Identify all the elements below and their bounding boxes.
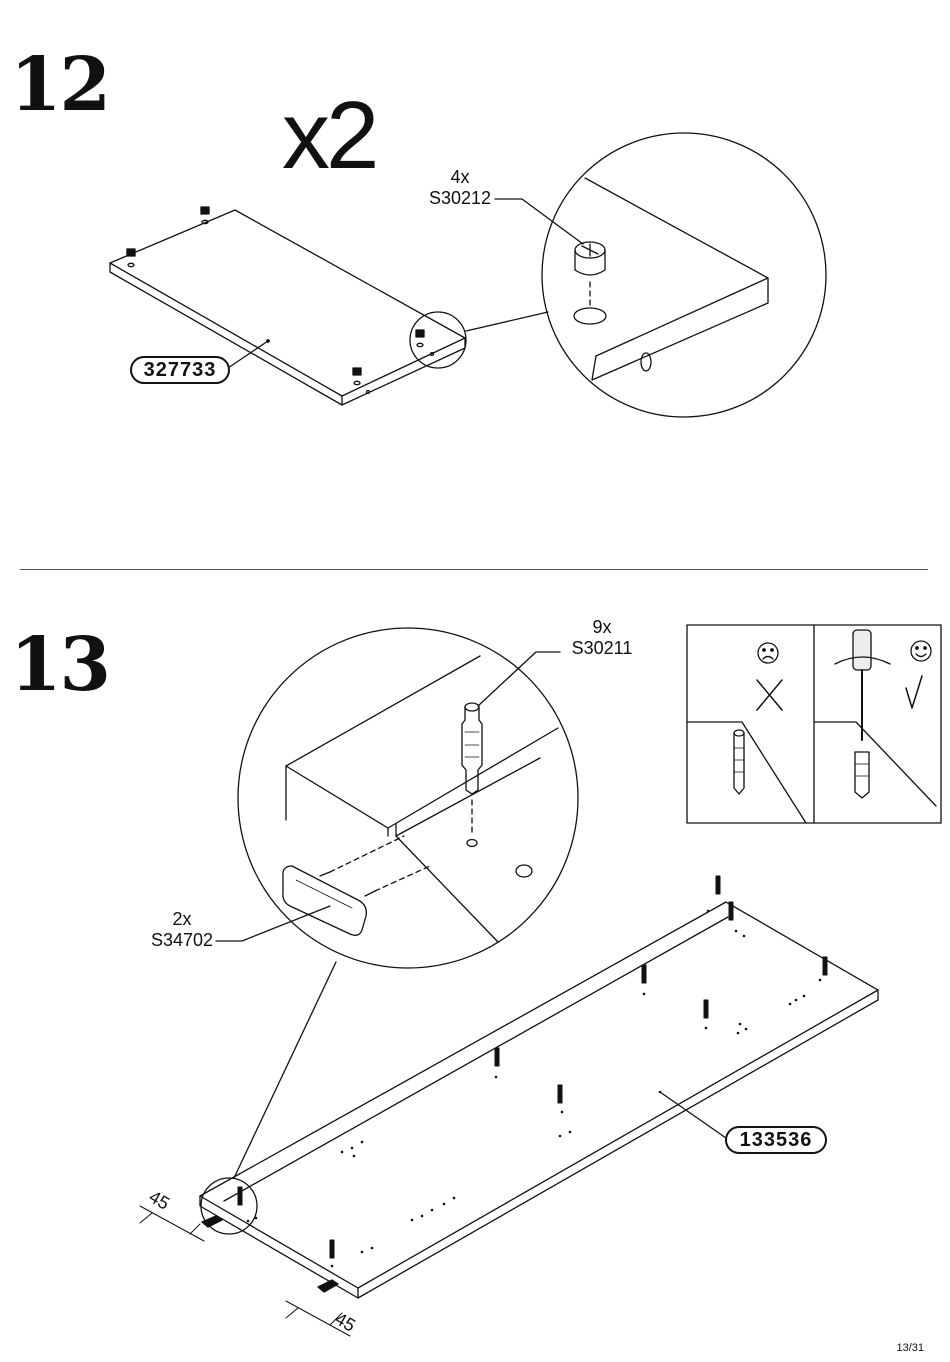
step12-detail-callout	[409, 132, 827, 418]
fastener-code: S30212	[428, 188, 492, 208]
step13-dimension-lines	[139, 1205, 351, 1337]
page-number: 13/31	[896, 1342, 924, 1354]
step-12-quantity: x2	[282, 82, 379, 189]
step-13-number: 13	[10, 622, 111, 708]
step13-glides	[201, 1215, 339, 1293]
step13-label-leader	[659, 1091, 727, 1139]
dowel-count: 9x	[592, 617, 612, 637]
step13-panel	[199, 901, 879, 1299]
step13-usage-inset	[686, 624, 942, 824]
step-divider	[20, 569, 928, 570]
step12-label-leader	[227, 340, 269, 369]
step12-cam-fittings	[126, 206, 435, 395]
step-12-fastener-label: 4x S30212	[420, 167, 500, 209]
glide-code: S34702	[150, 930, 214, 950]
step-12-number: 12	[10, 42, 111, 128]
fastener-count: 4x	[450, 167, 470, 187]
glide-count: 2x	[172, 909, 192, 929]
step13-detail-callout	[200, 627, 579, 1235]
step-12-panel-code: 327733	[130, 356, 230, 384]
dowel-code: S30211	[571, 638, 633, 658]
step13-dowels	[237, 875, 828, 1268]
step-13-panel-code: 133536	[725, 1126, 827, 1154]
step-13-glide-label: 2x S34702	[142, 909, 222, 951]
step-13-dowel-label: 9x S30211	[562, 617, 642, 659]
